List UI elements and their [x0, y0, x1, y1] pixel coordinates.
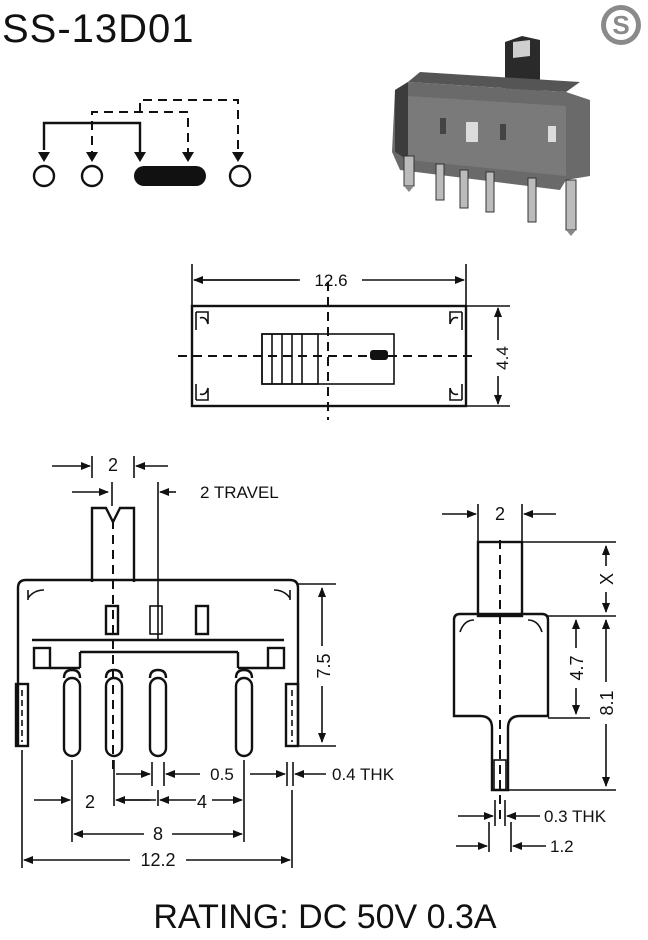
front-actuator-width: 2: [108, 455, 118, 475]
front-overall-length: 12.2: [140, 850, 175, 870]
front-pin-width: 0.5: [210, 765, 234, 784]
rating-label: RATING: DC 50V 0.3A: [153, 898, 497, 936]
front-view-drawing: 2 2 TRAVEL: [14, 455, 395, 870]
side-pin-spacing: 1.2: [550, 837, 574, 856]
front-bracket-thickness: 0.4 THK: [332, 765, 395, 784]
top-length-label: 12.6: [314, 271, 347, 290]
side-total-height: 8.1: [597, 690, 617, 715]
side-actuator-width: 2: [495, 504, 505, 524]
side-view-drawing: 2 X 4.7 8.1 0.3 THK 1.2: [442, 504, 617, 856]
top-width-label: 4.4: [493, 346, 512, 370]
front-travel-label: 2 TRAVEL: [200, 483, 279, 502]
side-body-height: 4.7: [567, 655, 587, 680]
front-pitch: 2: [85, 792, 95, 812]
front-pin-span: 8: [153, 824, 163, 844]
switch-product-image: [392, 36, 590, 236]
front-pitch-double: 4: [197, 792, 207, 812]
part-number-title: SS-13D01: [2, 7, 195, 51]
logo-letter: S: [612, 10, 629, 40]
brand-s-logo: S: [601, 5, 641, 45]
top-view-drawing: 12.6 4.4: [178, 264, 512, 420]
side-pin-thickness: 0.3 THK: [544, 807, 607, 826]
switch-schematic: [32, 99, 252, 188]
front-height-label: 7.5: [314, 653, 334, 678]
side-actuator-height: X: [597, 573, 617, 585]
